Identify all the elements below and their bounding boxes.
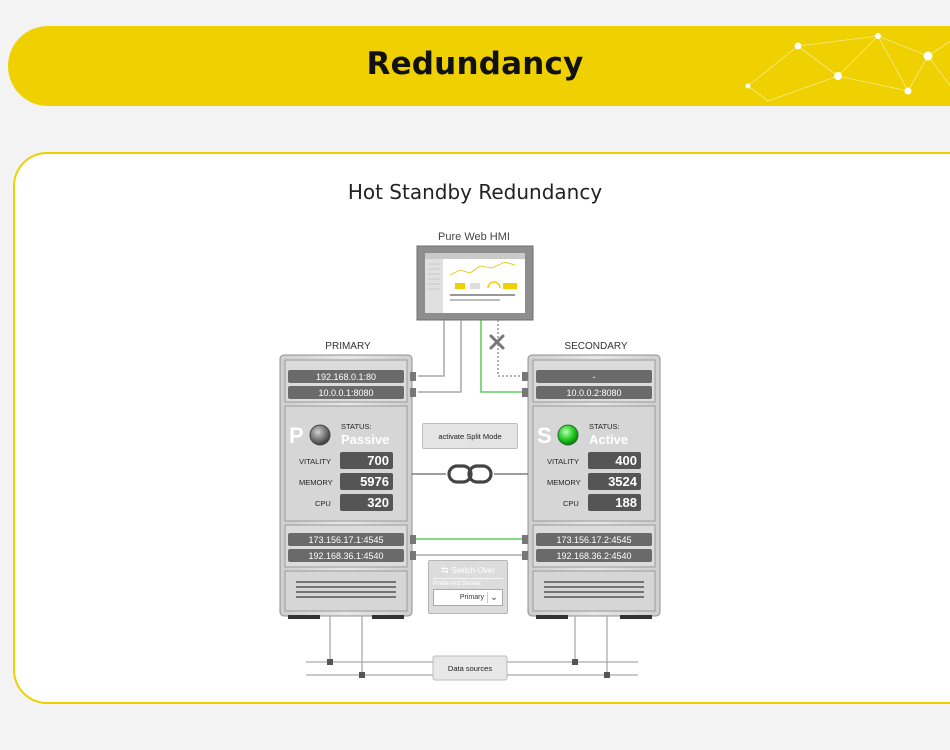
status-led-icon bbox=[309, 424, 331, 446]
secondary-status-label: STATUS: bbox=[589, 422, 620, 431]
status-led-icon bbox=[557, 424, 579, 446]
swap-arrows-icon: ⇆ bbox=[440, 564, 449, 575]
secondary-ip-4: 192.168.36.2:4540 bbox=[556, 551, 631, 561]
secondary-server: - 10.0.0.2:8080 S STATUS: Active VITALIT… bbox=[522, 354, 661, 619]
chevron-down-icon: ⌄ bbox=[487, 592, 500, 603]
primary-vitality-label: VITALITY bbox=[299, 457, 331, 466]
data-sources-box bbox=[432, 655, 508, 681]
switch-over-panel: ⇆ Switch-Over Preferred Server: Primary … bbox=[428, 560, 508, 614]
header-banner: Redundancy bbox=[8, 26, 950, 106]
secondary-status: Active bbox=[589, 432, 628, 447]
activate-split-mode-button[interactable]: activate Split Mode bbox=[422, 423, 518, 449]
split-mode-label: activate Split Mode bbox=[438, 431, 502, 441]
preferred-server-select[interactable]: Primary ⌄ bbox=[433, 589, 503, 606]
link-icon bbox=[447, 464, 493, 484]
disconnect-x-icon bbox=[489, 334, 505, 350]
secondary-letter: S bbox=[537, 423, 552, 448]
primary-memory: 5976 bbox=[360, 474, 389, 489]
page-title: Redundancy bbox=[366, 46, 584, 82]
switch-over-button[interactable]: ⇆ Switch-Over bbox=[433, 564, 503, 576]
primary-cpu: 320 bbox=[367, 495, 389, 510]
secondary-memory-label: MEMORY bbox=[547, 478, 581, 487]
primary-letter: P bbox=[289, 423, 304, 448]
primary-ip-4: 192.168.36.1:4540 bbox=[308, 551, 383, 561]
card-title: Hot Standby Redundancy bbox=[347, 180, 603, 204]
hmi-monitor bbox=[416, 245, 534, 321]
primary-status: Passive bbox=[341, 432, 389, 447]
secondary-ip-3: 173.156.17.2:4545 bbox=[556, 535, 631, 545]
secondary-vitality-label: VITALITY bbox=[547, 457, 579, 466]
primary-ip-2: 10.0.0.1:8080 bbox=[318, 388, 373, 398]
switch-over-label: Switch-Over bbox=[451, 565, 496, 575]
secondary-cpu: 188 bbox=[615, 495, 637, 510]
data-sources-label: Data sources bbox=[448, 664, 492, 673]
network-graphic bbox=[745, 33, 950, 102]
primary-memory-label: MEMORY bbox=[299, 478, 333, 487]
secondary-cpu-label: CPU bbox=[563, 499, 579, 508]
primary-server: 192.168.0.1:80 10.0.0.1:8080 P STATUS: P… bbox=[279, 354, 416, 619]
primary-cpu-label: CPU bbox=[315, 499, 331, 508]
primary-vitality: 700 bbox=[367, 453, 389, 468]
secondary-ip-1: - bbox=[593, 372, 596, 382]
hmi-label: Pure Web HMI bbox=[438, 231, 510, 243]
preferred-server-label: Preferred Server: bbox=[433, 580, 483, 587]
primary-status-label: STATUS: bbox=[341, 422, 372, 431]
primary-ip-3: 173.156.17.1:4545 bbox=[308, 535, 383, 545]
secondary-ip-2: 10.0.0.2:8080 bbox=[566, 388, 621, 398]
secondary-vitality: 400 bbox=[615, 453, 637, 468]
secondary-memory: 3524 bbox=[608, 474, 638, 489]
secondary-label: SECONDARY bbox=[564, 341, 627, 352]
preferred-server-value: Primary bbox=[459, 594, 484, 601]
primary-ip-1: 192.168.0.1:80 bbox=[316, 372, 376, 382]
primary-label: PRIMARY bbox=[325, 341, 371, 352]
